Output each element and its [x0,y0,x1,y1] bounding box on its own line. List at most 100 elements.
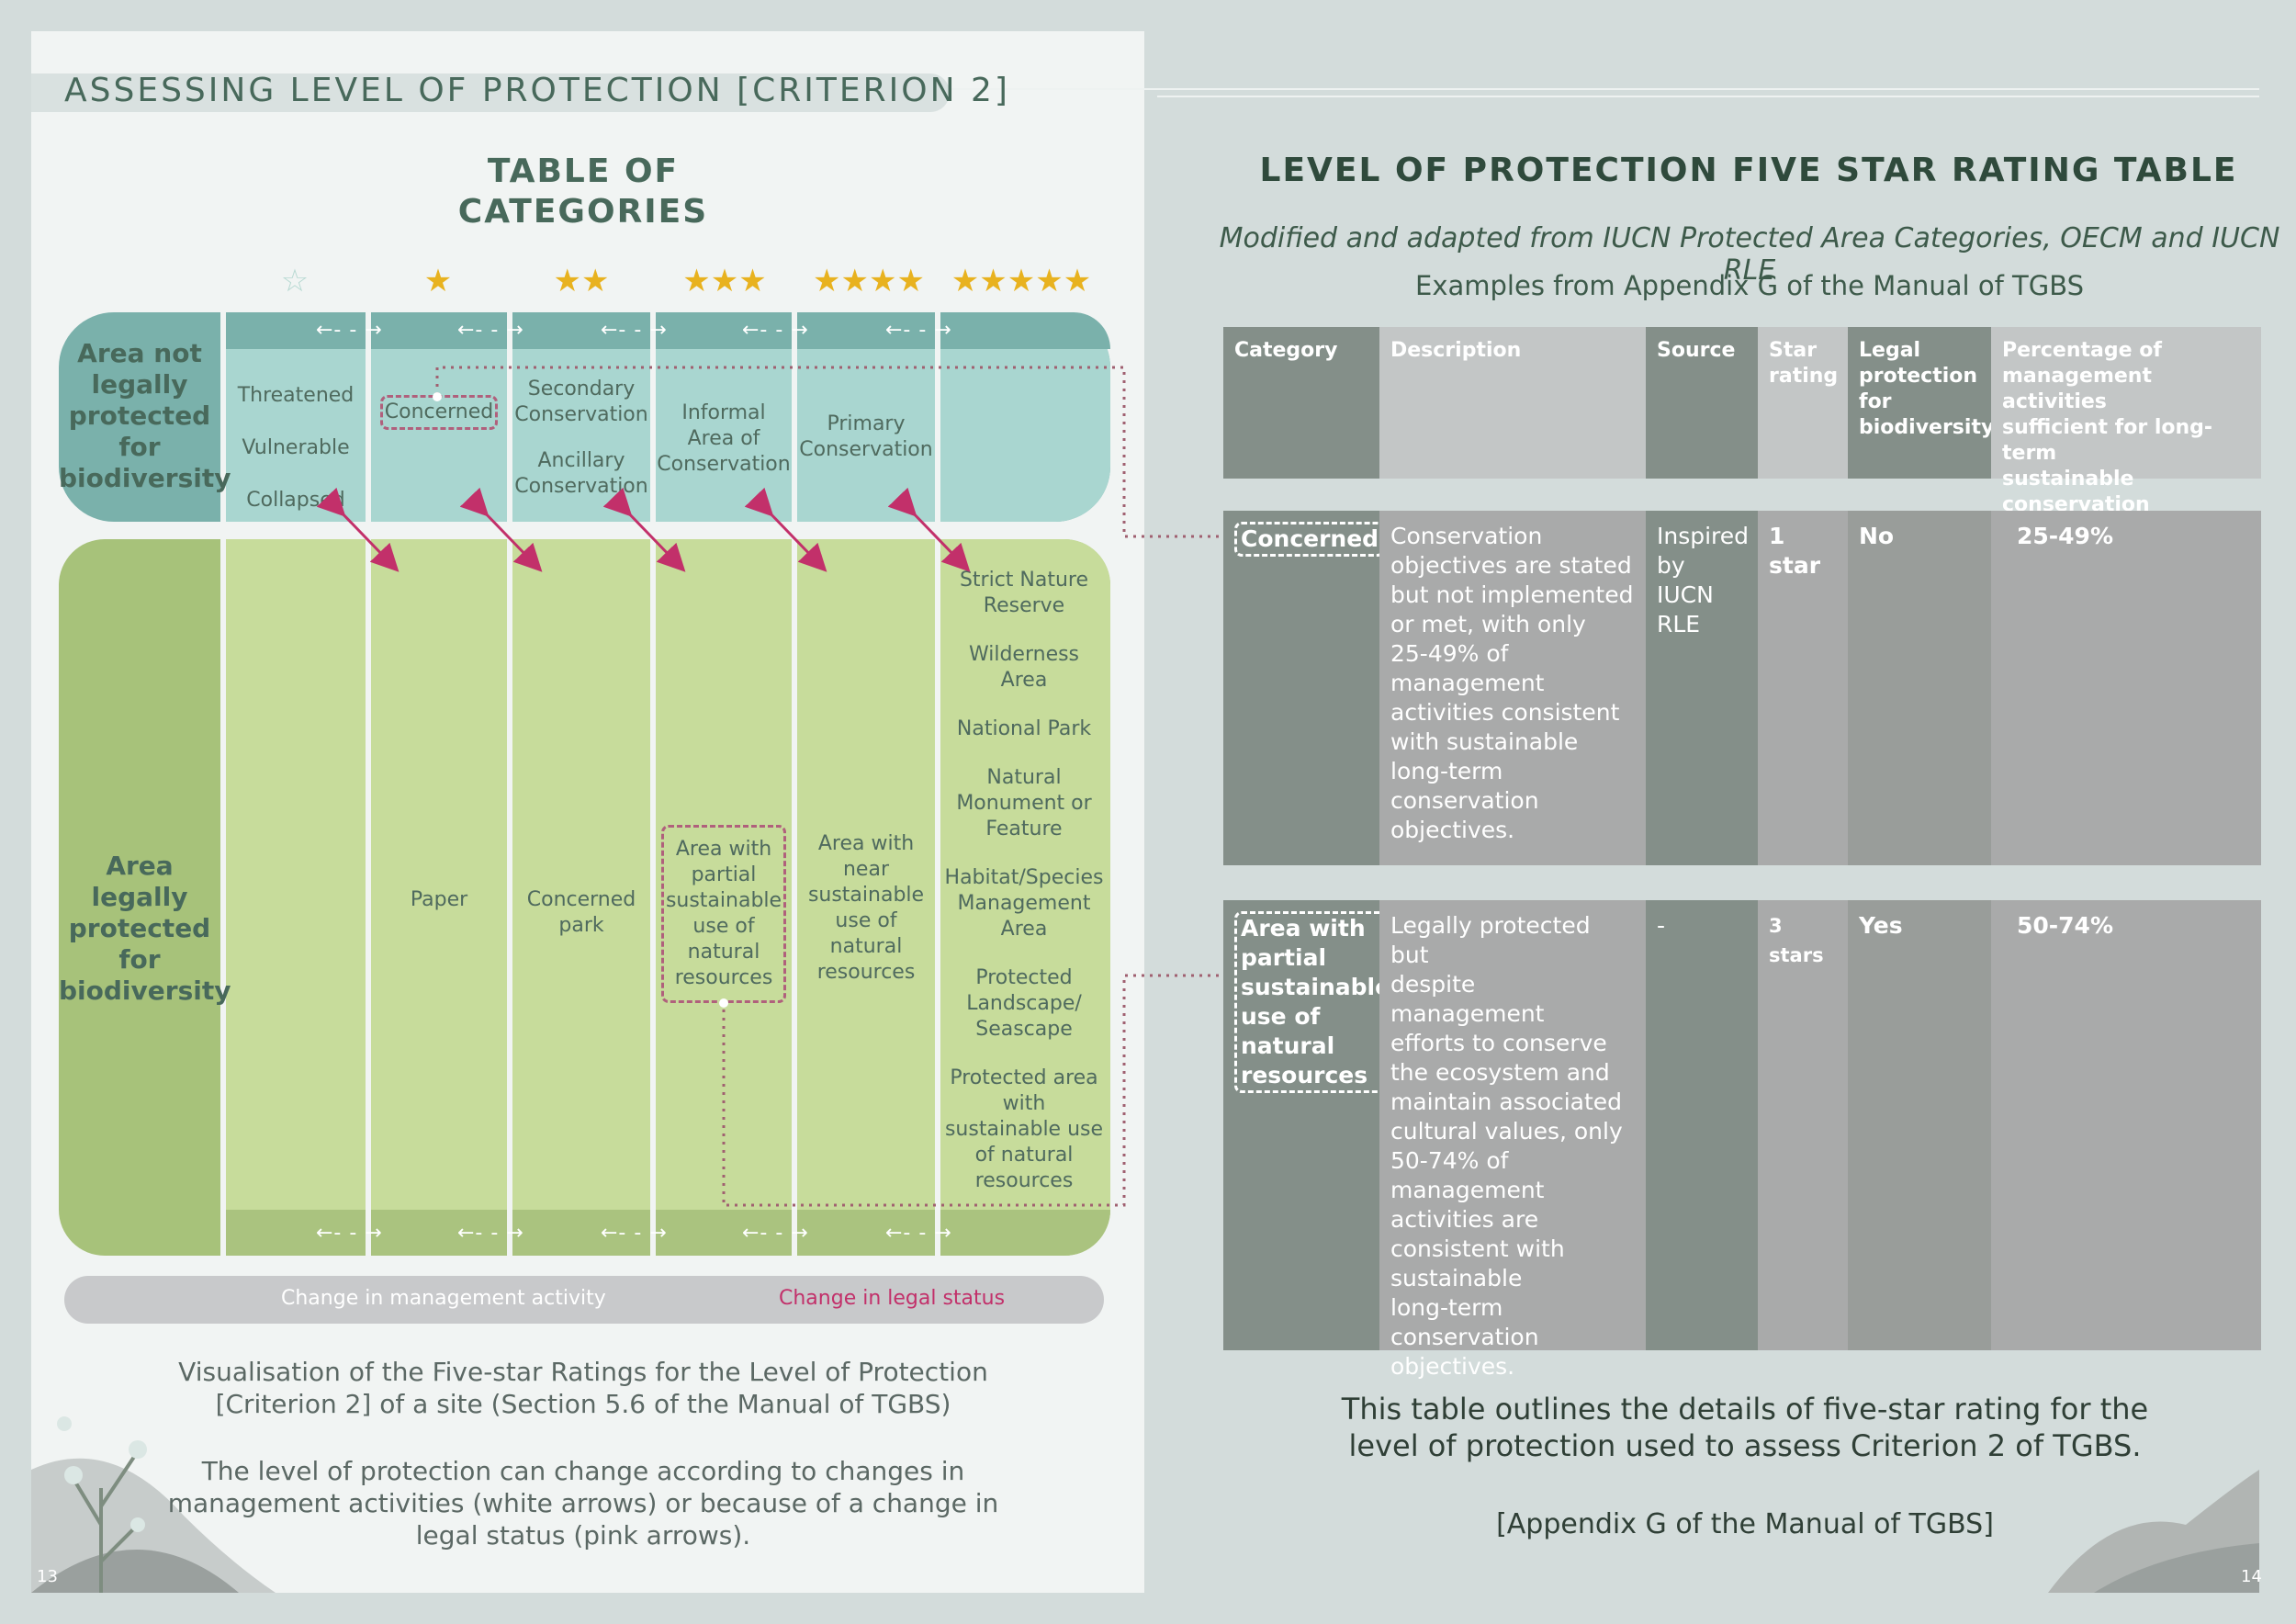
cell-line: Monument or [956,792,1092,815]
column-separator [650,312,656,1256]
row2-category: Area with partial sustainable use of nat… [1223,900,1398,1350]
flower-icon [57,1416,72,1431]
label-line: Area [106,851,174,881]
table-title-line1: TABLE OF [487,152,680,190]
legend-management-label: Change in management activity [281,1287,606,1310]
cell-line: Area [1000,918,1048,941]
header-line: management activities [2002,365,2152,413]
category-line: Area with [1241,915,1366,942]
management-arrow-icon: ←- - → [316,1222,383,1245]
label-line: biodiversity [59,463,231,493]
cell-line: near [842,858,889,881]
desc-line: activities are [1390,1206,1539,1233]
cell-line: Conservation [657,453,791,476]
category-label: Concerned [1234,522,1386,557]
legend-legal-label: Change in legal status [779,1287,1006,1310]
management-arrow-icon: ←- - → [742,1222,809,1245]
desc-line: long-term [1390,758,1503,784]
desc-line: sustainable [1390,1265,1523,1291]
caption-line: [Criterion 2] of a site (Section 5.6 of … [215,1389,951,1419]
row1-description: Conservation objectives are stated but n… [1379,511,1646,865]
management-arrow-icon: ←- - → [601,1222,668,1245]
desc-line: Conservation [1390,523,1543,549]
header-line: biodiversity [1859,416,1995,439]
desc-line: activities consistent [1390,699,1620,726]
desc-line: objectives are stated [1390,552,1632,579]
bottom-cell-2 [512,539,650,1256]
col4-bottom-text: Area with near sustainable use of natura… [797,831,935,986]
label-line: legally [91,369,188,400]
row1-source: Inspired by IUCN RLE [1646,511,1758,865]
desc-line: but not implemented [1390,581,1634,608]
category-line: use of [1241,1003,1321,1030]
banner-rule-right-2 [1157,96,2259,97]
star-header-4: ★★★★ [813,263,925,299]
desc-line: consistent with [1390,1235,1565,1262]
cell-line: Seascape [975,1018,1073,1041]
label-line: protected [68,913,211,943]
management-arrow-icon: ←- - → [601,319,668,342]
legal-arrow-icon [316,487,400,572]
desc-line: the ecosystem and [1390,1059,1610,1086]
banner-rule-right [1157,88,2259,90]
category-line: partial [1241,944,1327,971]
desc-line: with sustainable [1390,728,1579,755]
partial-connector [722,974,1232,1207]
desc-line: Legally protected but [1390,912,1591,968]
cell-line: Strict Nature [959,569,1089,592]
page-title: ASSESSING LEVEL OF PROTECTION [CRITERION… [64,72,1010,109]
bottom-cell-1 [371,539,507,1256]
cell-line: resources [816,961,916,984]
column-separator [366,312,371,1256]
header-line: rating [1769,365,1839,388]
legal-arrow-icon [459,487,543,572]
row-label-protected: Area legally protected for biodiversity [59,851,231,1007]
header-description: Description [1379,327,1646,479]
row1-category: Concerned [1223,511,1386,865]
row2-description: Legally protected but despite management… [1379,900,1646,1380]
bottom-arrow-row [226,1210,1110,1256]
bottom-cell-4 [797,539,935,1256]
desc-line: objectives. [1390,1353,1515,1380]
label-line: biodiversity [59,976,231,1006]
desc-line: maintain associated [1390,1088,1623,1115]
cell-line: Vulnerable [242,436,350,459]
column-separator [507,312,512,1256]
cell-line: Conservation [514,403,648,426]
concerned-connector [435,366,1232,538]
flower-icon [130,1517,145,1532]
star-header-5: ★★★★★ [951,263,1092,299]
bottom-cell-5 [940,539,1110,1256]
cell-line: Area of [687,427,760,450]
star-header-3: ★★★ [682,263,767,299]
cell-line: Area with [675,838,772,861]
header-line: Star [1769,339,1818,362]
management-arrow-icon: ←- - → [316,319,383,342]
cell-line: Concerned [526,888,636,911]
header-line: for [1859,390,1892,413]
caption-line: legal status (pink arrows). [415,1520,751,1551]
source-line: Inspired [1657,523,1750,549]
caption-line: level of protection used to assess Crite… [1348,1428,2142,1463]
desc-line: conservation [1390,1324,1539,1350]
cell-line: Natural [986,766,1062,789]
hill-decoration [2094,1543,2259,1593]
caption-line: This table outlines the details of five-… [1341,1392,2149,1427]
rating-table-subtitle: Modified and adapted from IUCN Protected… [1219,222,2280,287]
row2-percentage: 50-74% [1991,900,2261,1350]
cell-line: Protected area [950,1066,1098,1089]
caption-line: The level of protection can change accor… [201,1456,965,1486]
source-line: by [1657,552,1685,579]
table-of-categories-title: TABLE OF CATEGORIES [404,152,762,232]
header-star-rating: Star rating [1758,327,1848,479]
desc-line: or met, with only [1390,611,1586,637]
row1-legal-protection: No [1848,511,1991,865]
header-legal-protection: Legal protection for biodiversity [1848,327,1995,479]
header-line: protection [1859,365,1978,388]
figure-explanation: The level of protection can change accor… [156,1455,1010,1551]
desc-line: management [1390,1177,1545,1203]
desc-line: long-term [1390,1294,1503,1321]
management-arrow-icon: ←- - → [742,319,809,342]
connector-dot [719,998,728,1008]
appendix-reference: [Appendix G of the Manual of TGBS] [1496,1508,1994,1540]
